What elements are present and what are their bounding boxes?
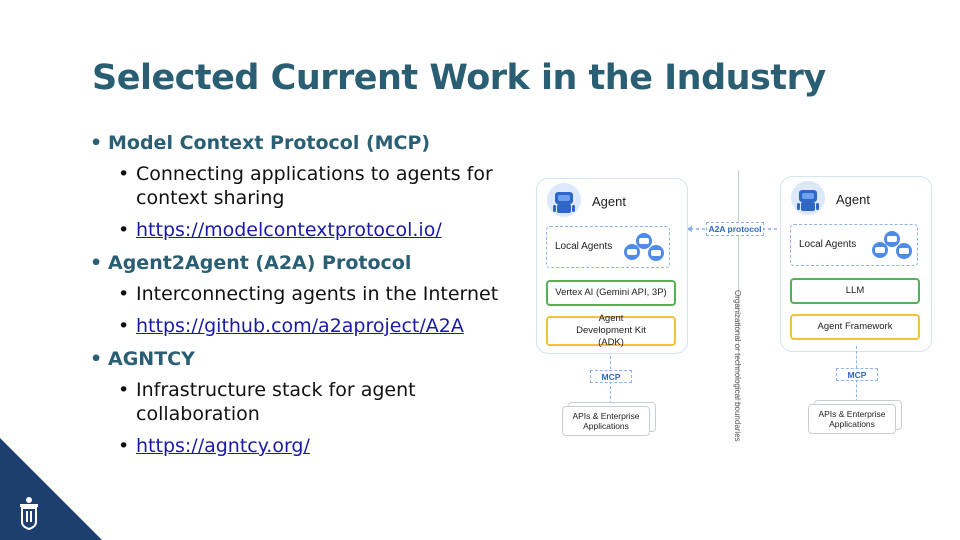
left-mcp-tag: MCP [590,370,632,383]
boundary-line [738,170,739,408]
left-apis-box: APIs & Enterprise Applications [562,406,650,436]
agntcy-link[interactable]: https://agntcy.org/ [136,435,310,457]
right-framework-box: Agent Framework [790,314,920,340]
local-agent-icon [872,231,912,259]
bullet-list: Model Context Protocol (MCP) Connecting … [90,130,510,466]
right-agent-label: Agent [836,192,870,207]
a2a-link[interactable]: https://github.com/a2aproject/A2A [136,315,464,337]
bullet-mcp: Model Context Protocol (MCP) [90,130,510,156]
right-apis-box: APIs & Enterprise Applications [808,404,896,434]
local-agent-icon [624,233,664,261]
bullet-agntcy-desc: Infrastructure stack for agent collabora… [118,378,510,426]
left-local-agents-label: Local Agents [555,241,613,252]
right-model-box: LLM [790,278,920,304]
right-local-agents-label: Local Agents [799,239,857,250]
page-title: Selected Current Work in the Industry [92,58,826,98]
right-mcp-tag: MCP [836,368,878,381]
bullet-a2a-link: https://github.com/a2aproject/A2A [118,314,510,338]
corner-brand [0,438,102,540]
a2a-diagram: Organizational or technological boundari… [530,160,940,450]
bullet-a2a: Agent2Agent (A2A) Protocol [90,250,510,276]
bullet-agntcy: AGNTCY [90,346,510,372]
bullet-mcp-desc: Connecting applications to agents for co… [118,162,510,210]
left-local-agents-box: Local Agents [546,226,670,268]
university-logo [20,497,38,531]
bullet-mcp-link: https://modelcontextprotocol.io/ [118,218,510,242]
bullet-agntcy-link: https://agntcy.org/ [118,434,510,458]
bullet-a2a-desc: Interconnecting agents in the Internet [118,282,510,306]
a2a-protocol-tag: A2A protocol [706,222,764,236]
mcp-link[interactable]: https://modelcontextprotocol.io/ [136,219,442,241]
boundary-label: Organizational or technological boundari… [733,290,742,442]
robot-icon [791,181,825,215]
robot-icon [547,183,581,217]
left-model-box: Vertex AI (Gemini API, 3P) [546,280,676,306]
left-agent-label: Agent [592,194,626,209]
left-framework-box: Agent Development Kit (ADK) [546,313,676,348]
